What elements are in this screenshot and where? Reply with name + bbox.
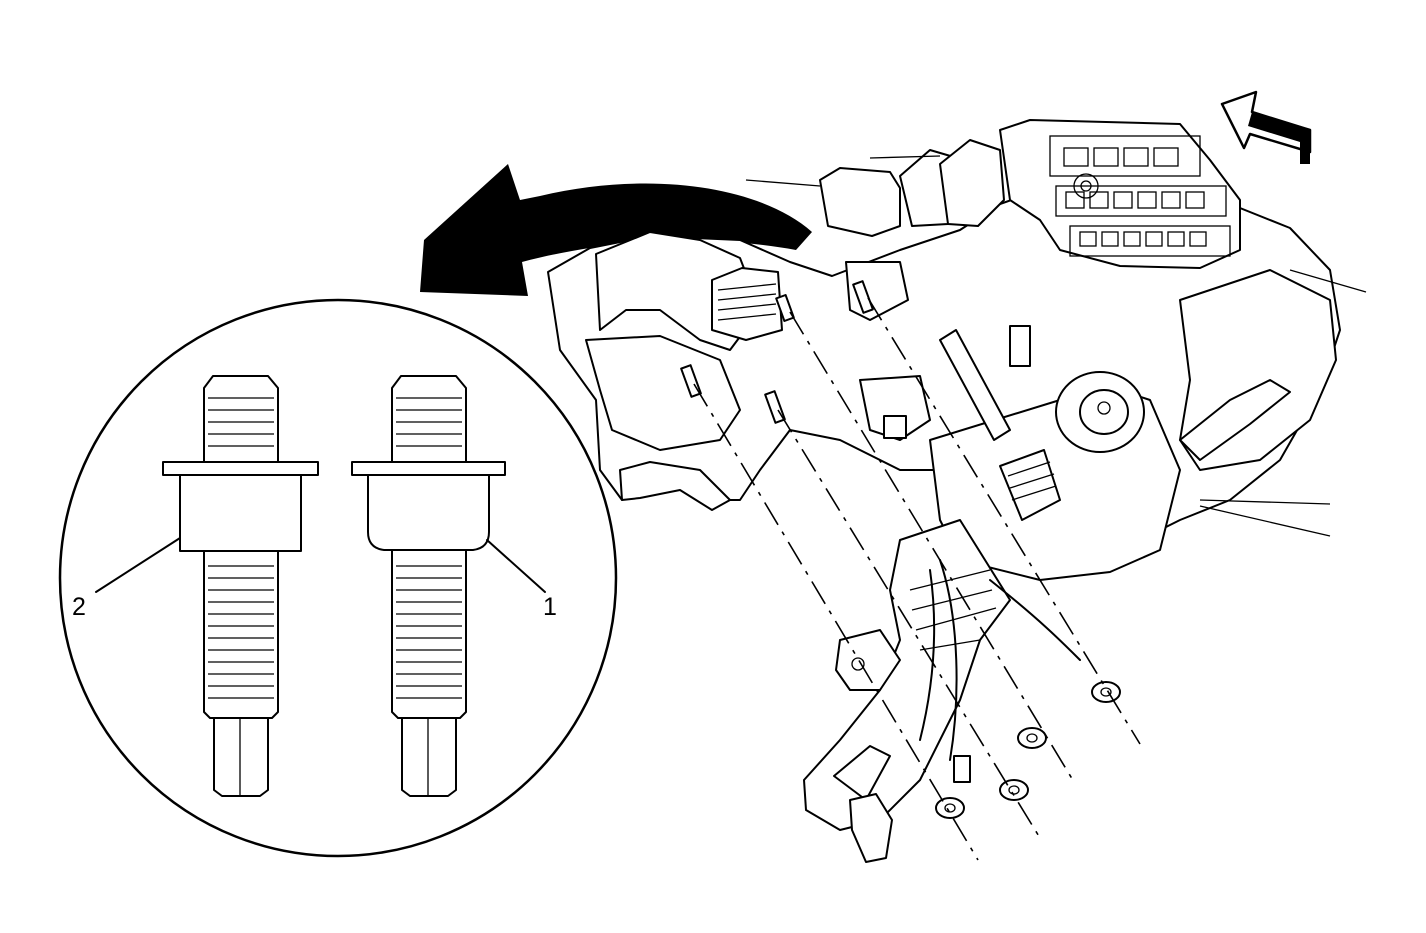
detail-circle — [58, 298, 618, 858]
stud-1 — [351, 375, 506, 797]
rotation-arrow-icon — [420, 164, 812, 296]
steering-column-assembly — [547, 119, 1367, 863]
direction-arrow-icon — [1220, 90, 1312, 164]
callout-2-leader — [95, 537, 181, 593]
alignment-lines — [693, 297, 1141, 861]
panel-studs — [680, 280, 874, 424]
callout-2-label: 2 — [72, 593, 86, 621]
callout-1-label: 1 — [543, 593, 557, 621]
callout-1-leader — [486, 539, 546, 593]
stud-detail-inset: 2 1 — [58, 298, 618, 858]
column-nuts — [935, 681, 1121, 819]
stud-2 — [162, 375, 319, 797]
